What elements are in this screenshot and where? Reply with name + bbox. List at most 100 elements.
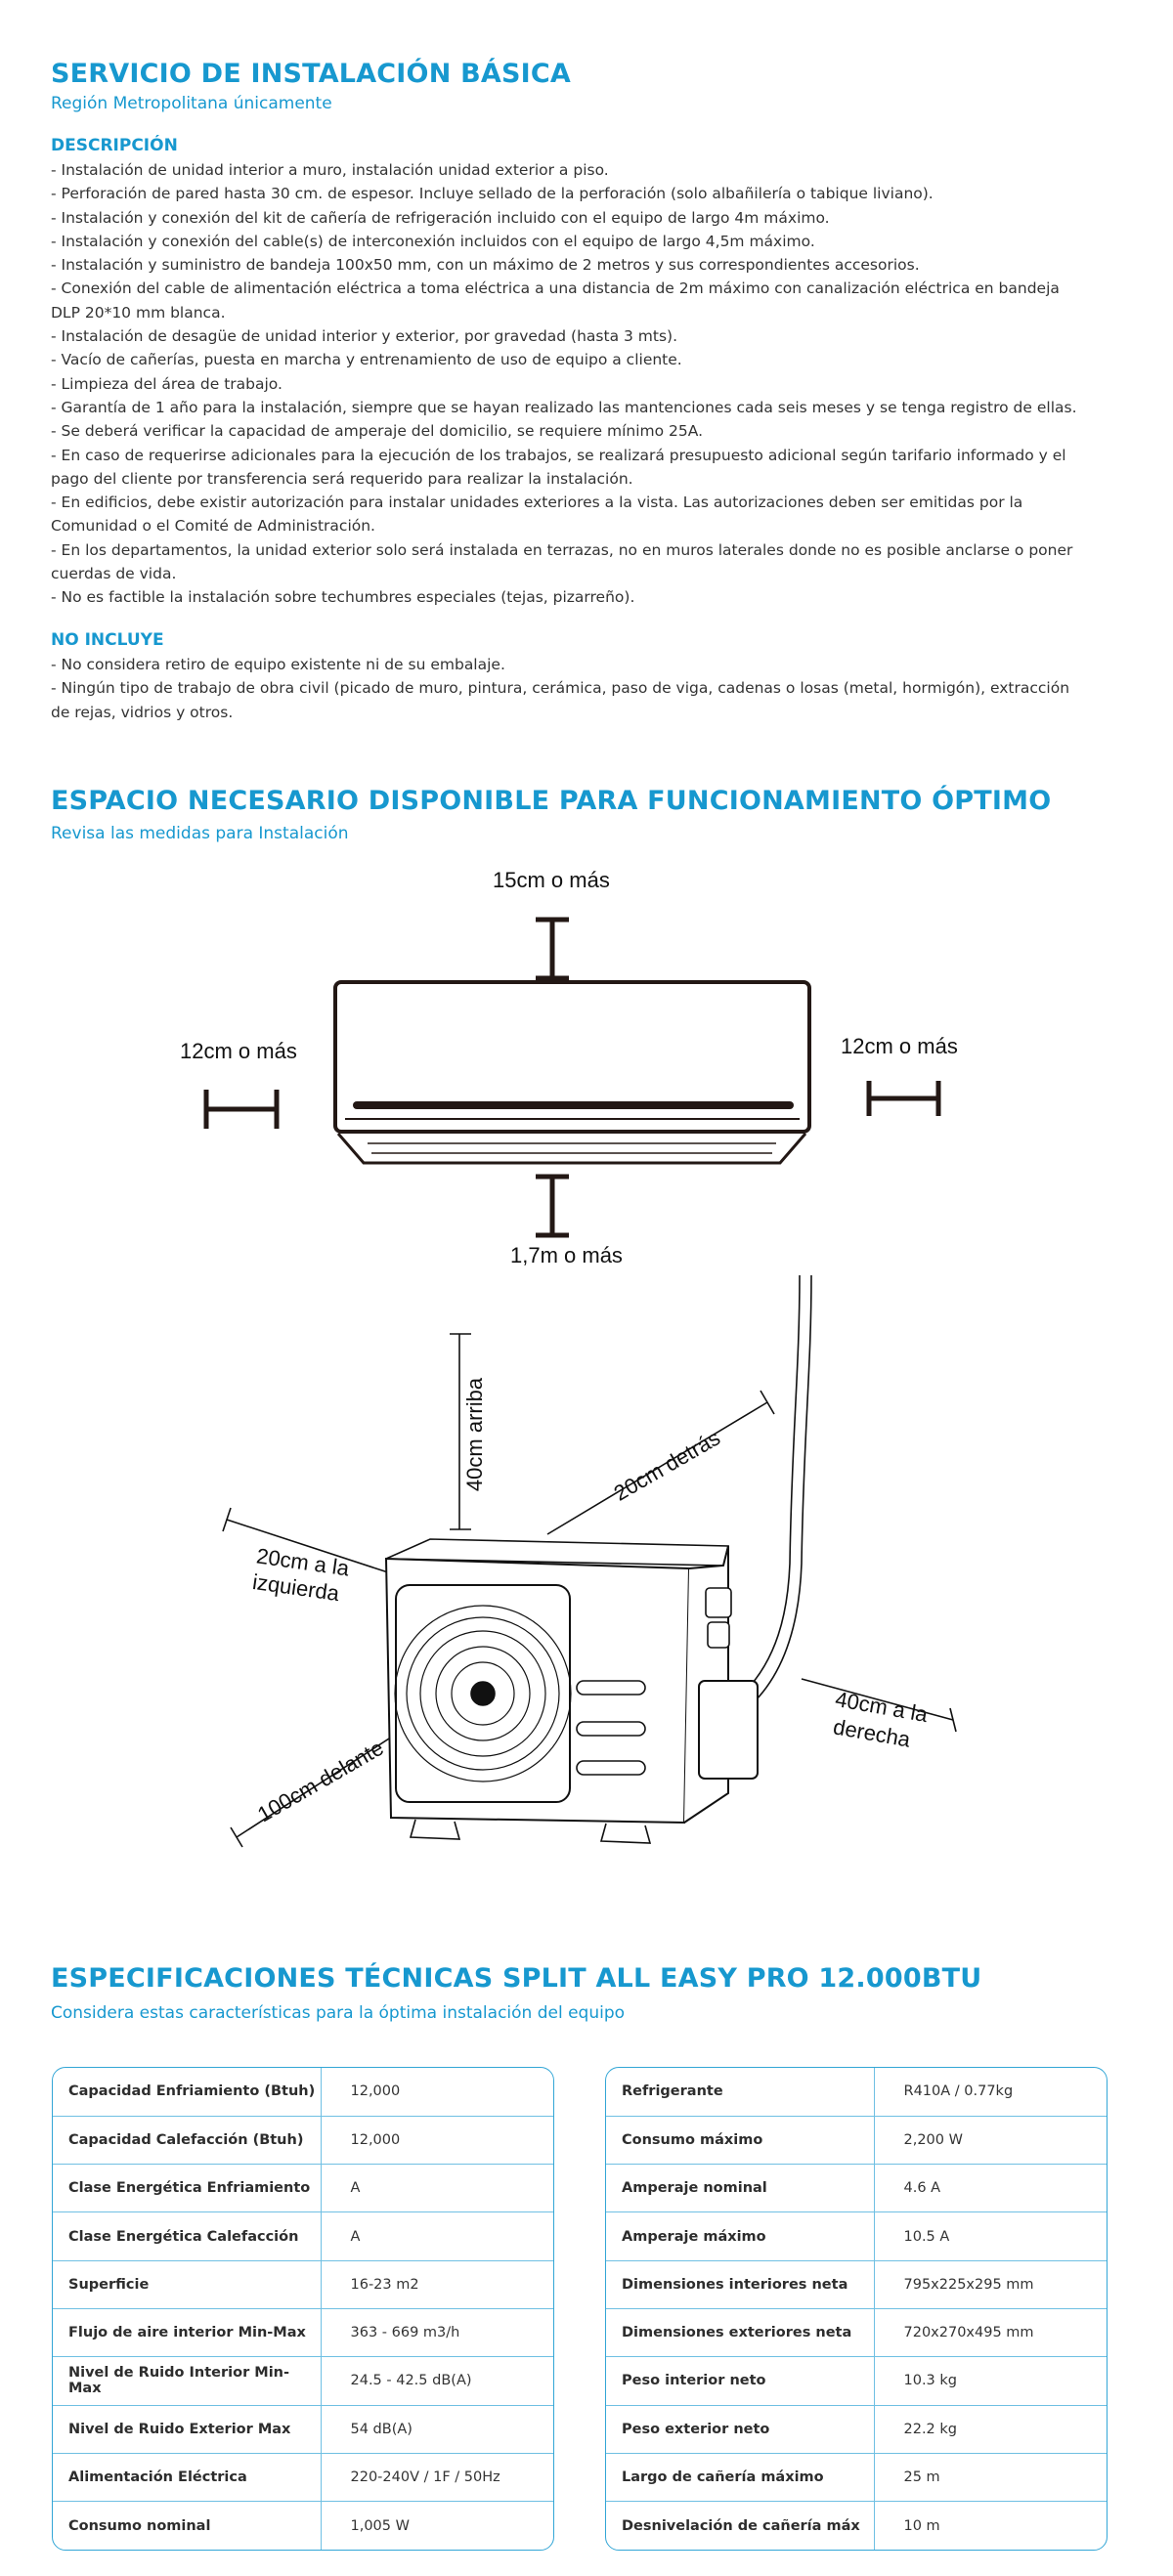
list-item: Comunidad o el Comité de Administración. [51,517,375,536]
description-list: - Instalación de unidad interior a muro,… [51,158,1116,610]
spec-label: Amperaje máximo [606,2211,875,2261]
spec-label: Flujo de aire interior Min-Max [53,2308,322,2358]
list-item: cuerdas de vida. [51,565,177,583]
spec-label: Nivel de Ruido Exterior Max [53,2405,322,2454]
list-item: - En caso de requerirse adicionales para… [51,446,1066,464]
table-row: Capacidad Calefacción (Btuh)12,000 [53,2116,553,2166]
spec-value: 16-23 m2 [321,2260,553,2309]
spec-label: Dimensiones exteriores neta [606,2308,875,2358]
list-item: - Instalación y conexión del cable(s) de… [51,232,815,250]
spec-value: 795x225x295 mm [874,2260,1107,2309]
right-clearance-marker [866,1081,941,1116]
list-item: de rejas, vidrios y otros. [51,703,234,721]
specs-subtitle: Considera estas características para la … [51,2003,626,2023]
spec-label: Dimensiones interiores neta [606,2260,875,2309]
list-item: - Instalación y suministro de bandeja 10… [51,256,920,275]
indoor-unit [333,980,811,1165]
right-dimension [801,1678,957,1733]
spec-label: Peso exterior neto [606,2405,875,2454]
spec-label: Consumo máximo [606,2116,875,2166]
spec-value: 24.5 - 42.5 dB(A) [321,2356,553,2406]
indoor-right-label: 12cm o más [841,1034,958,1058]
space-subtitle: Revisa las medidas para Instalación [51,824,349,843]
description-heading: DESCRIPCIÓN [51,136,178,155]
spec-value: 10.3 kg [874,2356,1107,2406]
spec-value: 54 dB(A) [321,2405,553,2454]
spec-label: Capacidad Calefacción (Btuh) [53,2116,322,2166]
up-dimension [450,1333,471,1530]
spec-label: Nivel de Ruido Interior Min-Max [53,2356,322,2406]
indoor-top-label: 15cm o más [493,868,610,892]
left-dimension [222,1507,392,1574]
spec-value: R410A / 0.77kg [874,2068,1107,2117]
list-item: - Ningún tipo de trabajo de obra civil (… [51,679,1070,698]
spec-label: Peso interior neto [606,2356,875,2406]
spec-value: 1,005 W [350,2517,410,2534]
outdoor-up-label: 40cm arriba [462,1377,488,1492]
spec-label: Amperaje nominal [606,2164,875,2213]
spec-value: 363 - 669 m3/h [321,2308,553,2358]
excludes-list: - No considera retiro de equipo existent… [51,653,1116,724]
spec-label: Clase Energética Enfriamiento [53,2164,322,2213]
spec-value: 12,000 [321,2068,553,2117]
list-item: - No es factible la instalación sobre te… [51,588,635,607]
table-row: Capacidad Enfriamiento (Btuh)12,000 [53,2068,553,2117]
front-dimension [230,1729,404,1848]
spec-value: 10 m [903,2517,940,2534]
spec-label: Consumo nominal [53,2501,322,2550]
left-clearance-marker [203,1090,280,1129]
install-title: SERVICIO DE INSTALACIÓN BÁSICA [51,59,571,89]
spec-value: A [321,2211,553,2261]
list-item: - Se deberá verificar la capacidad de am… [51,422,704,441]
space-title: ESPACIO NECESARIO DISPONIBLE PARA FUNCIO… [51,786,1052,816]
behind-dimension [546,1390,775,1535]
list-item: - No considera retiro de equipo existent… [51,656,505,673]
specs-title: ESPECIFICACIONES TÉCNICAS SPLIT ALL EASY… [51,1963,982,1994]
spec-value: 220-240V / 1F / 50Hz [321,2453,553,2503]
spec-label: Capacidad Enfriamiento (Btuh) [53,2068,322,2117]
spec-label: Clase Energética Calefacción [53,2211,322,2261]
list-item: - Instalación y conexión del kit de cañe… [51,208,830,227]
list-item: - Perforación de pared hasta 30 cm. de e… [51,185,934,203]
list-item: - Conexión del cable de alimentación elé… [51,279,1060,298]
list-item: - Vacío de cañerías, puesta en marcha y … [51,351,682,369]
spec-value: 25 m [874,2453,1107,2503]
outdoor-unit-diagram [222,1274,957,1848]
spec-value: 22.2 kg [874,2405,1107,2454]
spec-label: Refrigerante [606,2068,875,2117]
table-row: Consumo nominal 1,005 W [53,2501,553,2550]
top-clearance-marker [536,917,569,981]
spec-value: 10.5 A [874,2211,1107,2261]
spec-value: 2,200 W [874,2116,1107,2166]
list-item: - En edificios, debe existir autorizació… [51,494,1023,512]
spec-value: 12,000 [321,2116,553,2166]
spec-label: Largo de cañería máximo [606,2453,875,2503]
spec-value: 720x270x495 mm [874,2308,1107,2358]
indoor-left-label: 12cm o más [180,1039,297,1063]
install-subtitle: Región Metropolitana únicamente [51,94,332,113]
list-item: - Garantía de 1 año para la instalación,… [51,398,1077,416]
bottom-clearance-marker [536,1174,569,1238]
spec-label: Superficie [53,2260,322,2309]
list-item: - Instalación de desagüe de unidad inter… [51,327,678,346]
spec-label: Desnivelación de cañería máx [606,2501,875,2550]
list-item: - Instalación de unidad interior a muro,… [51,161,609,179]
spec-label: Alimentación Eléctrica [53,2453,322,2503]
list-item: - En los departamentos, la unidad exteri… [51,540,1073,559]
excludes-heading: NO INCLUYE [51,630,164,650]
